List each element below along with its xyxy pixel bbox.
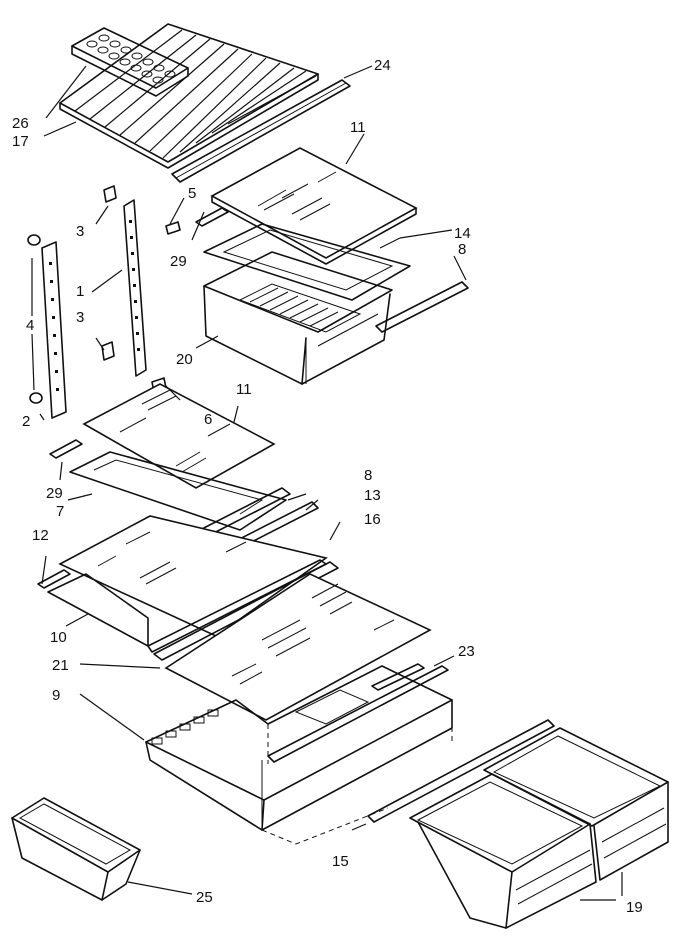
callout-23: 23 — [458, 643, 475, 660]
screw — [165, 221, 181, 235]
callout-6: 6 — [204, 411, 212, 428]
callout-3-upper: 3 — [76, 223, 84, 240]
callout-11-upper: 11 — [350, 119, 366, 136]
shelf-ladder-left — [41, 241, 67, 419]
door-bin — [11, 797, 141, 901]
shelf-rail-left-lower — [37, 569, 71, 589]
callout-15: 15 — [332, 853, 349, 870]
callout-3-lower: 3 — [76, 309, 84, 326]
callout-21: 21 — [52, 657, 69, 674]
callout-8-upper: 8 — [458, 241, 466, 258]
shelf-rail-left-middle — [49, 439, 83, 459]
shelf-trim-strip-top — [171, 79, 351, 183]
shelf-trim-strip-16 — [153, 561, 339, 661]
glass-shelf-21 — [164, 573, 432, 721]
callout-5: 5 — [188, 185, 196, 202]
crisper-cover-frame — [203, 223, 411, 301]
drawer-slide-rail-23 — [267, 663, 449, 763]
crisper-drawer — [203, 251, 393, 385]
glass-shelf-lower — [58, 515, 328, 637]
crisper-slide-rail — [375, 281, 469, 333]
callout-11-middle: 11 — [236, 381, 252, 398]
callout-20: 20 — [176, 351, 193, 368]
callout-7: 7 — [56, 503, 64, 520]
glass-shelf-middle — [82, 383, 276, 489]
callout-16: 16 — [364, 511, 381, 528]
callout-26: 26 — [12, 115, 29, 132]
callout-2: 2 — [22, 413, 30, 430]
callout-4: 4 — [26, 317, 34, 334]
callout-12: 12 — [32, 527, 49, 544]
callout-29-upper: 29 — [170, 253, 187, 270]
drawer-support-frame — [145, 665, 453, 845]
callout-13: 13 — [364, 487, 381, 504]
crisper-pan-right — [483, 727, 669, 881]
glass-shelf-upper — [210, 147, 418, 265]
shelf-ladder-right — [123, 199, 147, 377]
drawer-slide-rail-15 — [367, 719, 555, 823]
ice-cube-tray — [71, 27, 189, 97]
ladder-cap — [27, 234, 43, 404]
shelf-rail-left-upper — [195, 207, 229, 227]
ladder-clip — [101, 185, 167, 393]
callout-19: 19 — [626, 899, 643, 916]
callout-24: 24 — [374, 57, 391, 74]
callout-25: 25 — [196, 889, 213, 906]
crisper-pan-left — [409, 773, 597, 929]
leader-lines — [31, 65, 623, 901]
callout-10: 10 — [50, 629, 67, 646]
callout-8-lower: 8 — [364, 467, 372, 484]
callout-9: 9 — [52, 687, 60, 704]
wire-shelf — [59, 23, 319, 169]
callout-labels: 26 17 24 11 5 3 29 14 8 1 4 3 20 11 6 2 … — [12, 57, 643, 916]
callout-17: 17 — [12, 133, 29, 150]
callout-1: 1 — [76, 283, 84, 300]
callout-29-lower: 29 — [46, 485, 63, 502]
callout-14: 14 — [454, 225, 471, 242]
